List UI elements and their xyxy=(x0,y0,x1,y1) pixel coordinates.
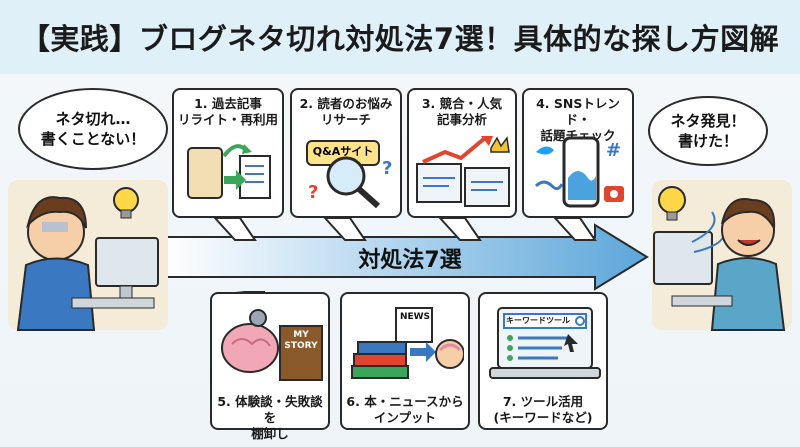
right-speech-bubble: ネタ発見！ 書けた！ xyxy=(648,96,768,166)
brain-gear-icon xyxy=(221,309,323,381)
svg-text:?: ? xyxy=(382,158,392,179)
card-1-label: 1. 過去記事 リライト・再利用 xyxy=(178,96,279,127)
trend-chart-icon xyxy=(416,136,510,207)
my-story-book-title: MY STORY xyxy=(284,330,318,351)
keyword-tool-search-text: キーワードツール xyxy=(506,316,570,325)
scroll-document-icon xyxy=(187,144,271,199)
card-books-news-input: NEWS 6. 本・ニュースから インプット xyxy=(340,292,470,430)
arrow-label: 対処法7選 xyxy=(358,248,462,273)
news-tag: NEWS xyxy=(399,312,431,322)
bird-icon xyxy=(536,146,554,155)
card-personal-experiences: MY STORY 5. 体験談・失敗談を 棚卸し xyxy=(210,292,330,441)
card-keyword-tools: キーワードツール 7. ツール活用 (キーワードなど) xyxy=(478,292,608,430)
svg-text:#: # xyxy=(606,140,621,161)
card-4-label: 4. SNSトレンド・ 話題チェック xyxy=(536,96,620,143)
card-6-label: 6. 本・ニュースから インプット xyxy=(346,394,464,425)
svg-text:?: ? xyxy=(308,182,318,203)
search-icon xyxy=(575,316,585,326)
card-3-label: 3. 競合・人気 記事分析 xyxy=(421,96,503,127)
title-banner: 【実践】ブログネタ切れ対処法7選！具体的な探し方図解 xyxy=(0,0,800,74)
card-5-label: 5. 体験談・失敗談を 棚卸し xyxy=(217,394,323,441)
right-bubble-text: ネタ発見！ 書けた！ xyxy=(670,112,746,150)
happy-blogger-illustration xyxy=(652,180,792,331)
lightbulb-icon xyxy=(658,186,686,214)
left-speech-bubble: ネタ切れ… 書くことない！ xyxy=(18,88,168,170)
card-2-label: 2. 読者のお悩み リサーチ xyxy=(299,96,393,127)
crown-icon xyxy=(490,136,510,153)
gear-icon xyxy=(249,309,267,327)
left-bubble-text: ネタ切れ… 書くことない！ xyxy=(40,110,146,148)
card-competitor-analysis: 3. 競合・人気 記事分析 xyxy=(407,88,517,218)
smartphone-sns-icon: # xyxy=(534,136,624,208)
flow-arrow xyxy=(166,223,649,291)
card-sns-trends: 4. SNSトレンド・ 話題チェック # xyxy=(522,88,634,218)
magnifier-icon: ? ? xyxy=(308,156,392,209)
page-title: 【実践】ブログネタ切れ対処法7選！具体的な探し方図解 xyxy=(20,22,780,56)
cursor-icon xyxy=(564,334,578,352)
card-reader-research: 2. 読者のお悩み リサーチ Q&Aサイト ? ? xyxy=(290,88,402,218)
frustrated-blogger-illustration xyxy=(8,180,168,331)
card-rewrite-old-posts: 1. 過去記事 リライト・再利用 xyxy=(172,88,284,218)
lightbulb-icon xyxy=(113,187,139,213)
books-news-icon xyxy=(351,307,464,379)
card-7-label: 7. ツール活用 (キーワードなど) xyxy=(493,394,593,425)
laptop-search-icon xyxy=(489,307,601,379)
